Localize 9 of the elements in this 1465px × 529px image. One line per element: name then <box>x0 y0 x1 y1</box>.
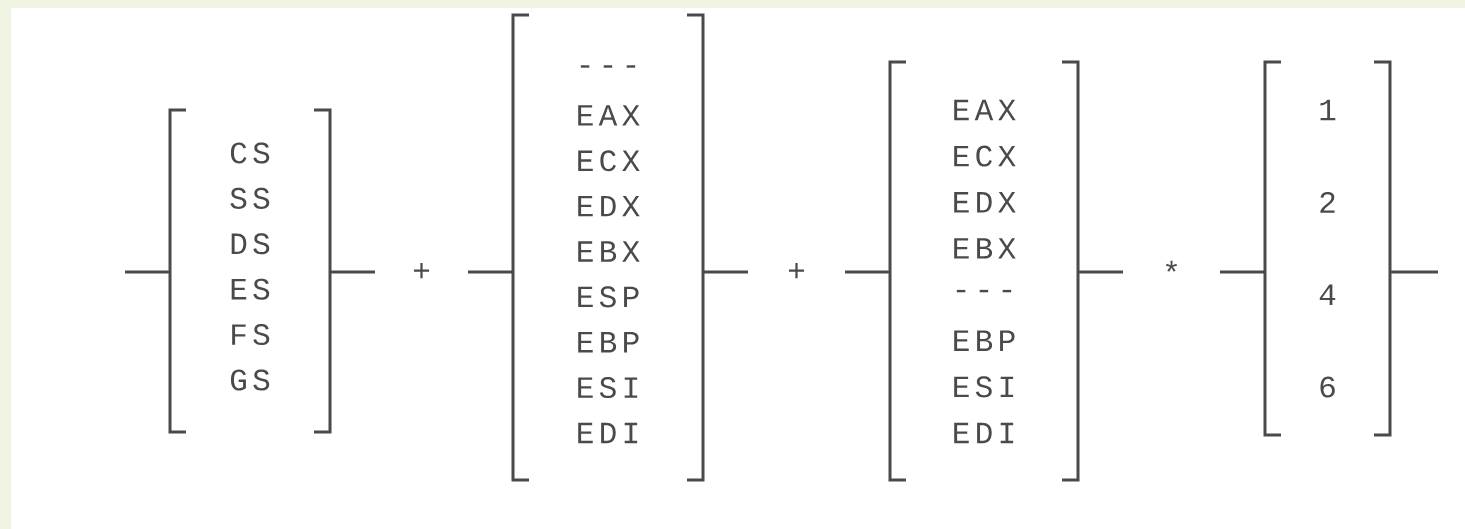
bracket-group: --- EAX ECX EDX EBX ESP EBP ESI EDI <box>511 13 705 482</box>
operator-sign: + <box>748 257 845 287</box>
connector-line <box>125 270 170 274</box>
bracket-group: EAX ECX EDX EBX --- EBP ESI EDI <box>888 60 1080 482</box>
operator-sign: + <box>375 257 468 287</box>
bracket-group: 1 2 4 6 <box>1263 60 1392 437</box>
operator-sign: * <box>1123 257 1220 287</box>
connector-line <box>1390 270 1438 274</box>
bracket-group: CS SS DS ES FS GS <box>168 108 332 434</box>
